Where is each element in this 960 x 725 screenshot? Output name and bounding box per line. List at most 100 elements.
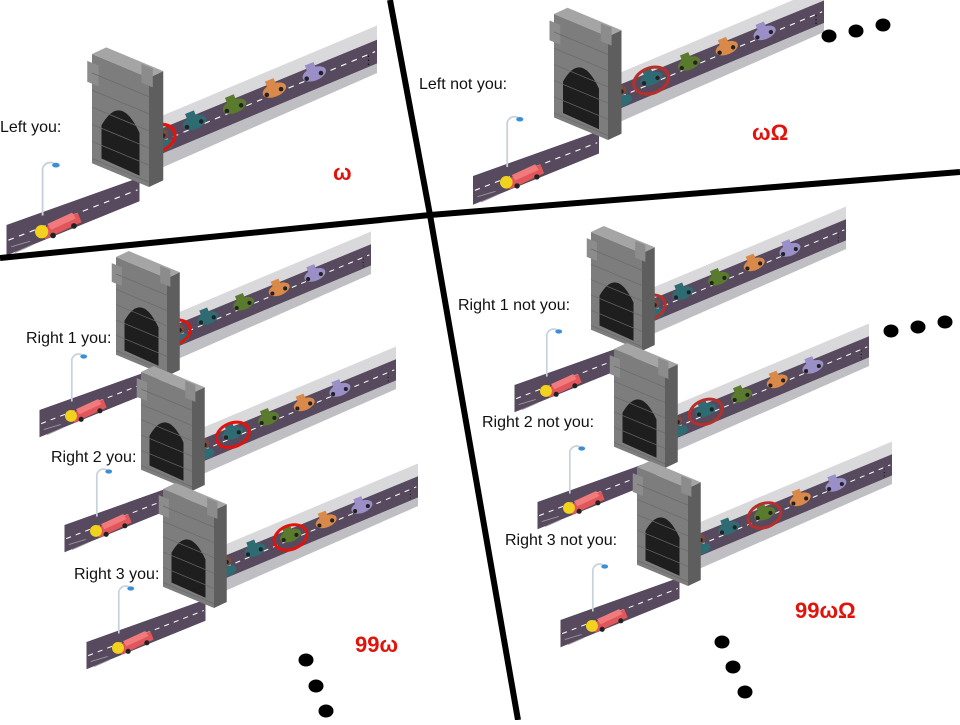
car-icon [315,510,337,529]
label-right-1-you: Right 1 you: [26,330,112,347]
trolley-icon [477,164,545,203]
svg-text:⋮: ⋮ [363,55,374,67]
ellipsis-dots-icon [298,653,334,718]
formula-bottom-right: 99ωΩ [795,598,856,623]
lamp-post-icon [568,445,586,494]
car-icon [766,370,788,389]
car-icon [789,488,811,507]
scene-right-1-not-you: …⋮ [514,206,846,413]
scene-left-not-you: …⋮ [473,0,825,205]
divider-horizontal-left [0,212,431,261]
tunnel-icon [586,226,655,351]
scene-right-3-you: …⋮ [86,463,418,670]
highlight-circle-icon [632,65,671,96]
lamp-post-icon [117,585,135,634]
car-icon [197,307,219,326]
label-right-3-not-you: Right 3 not you: [505,532,618,549]
trolley-icon [68,513,132,551]
tunnel-icon [632,461,701,586]
car-icon [718,517,740,536]
scene-right-2-not-you: …⋮ [537,323,869,530]
car-icon [304,264,326,282]
formula-bottom-left: 99ω [355,632,399,657]
car-icon [280,525,301,543]
label-right-3-you: Right 3 you: [74,566,160,583]
lamp-post-icon [506,115,524,168]
label-right-2-you: Right 2 you: [51,449,137,466]
formula-top-right: ωΩ [752,120,789,145]
formula-top-left: ω [333,160,352,185]
label-left-not-you: Left not you: [419,76,508,93]
road-icon [139,39,378,164]
highlight-circle-icon [214,420,251,450]
svg-text:⋮: ⋮ [405,490,415,501]
car-icon [753,21,776,41]
road-icon [679,454,892,565]
divider-horizontal-right [429,169,960,218]
ellipsis-dots-icon [883,315,953,338]
scene-right-3-not-you: …⋮ [560,441,892,648]
road-icon [633,219,846,330]
label-right-2-not-you: Right 2 not you: [482,414,595,431]
car-icon [233,293,254,311]
road-icon [205,476,418,587]
lamp-post-icon [591,563,609,612]
car-icon [329,379,351,397]
trolley-icon [11,212,82,253]
scene-right-2-you: …⋮ [64,346,396,553]
divider-vertical-top [387,0,433,216]
svg-text:⋮: ⋮ [879,468,889,479]
car-icon [244,539,266,558]
svg-text:⋮: ⋮ [833,233,843,244]
ellipsis-dots-icon [714,635,753,699]
trolley-icon [541,490,605,528]
highlight-circle-icon [272,523,309,552]
lamp-post-icon [95,468,113,517]
scene-right-1-you: …⋮ [39,231,371,438]
car-icon [268,278,290,297]
trolley-icon [518,373,582,411]
trolley-icon [90,630,154,668]
lamp-post-icon [41,161,60,216]
highlight-circle-icon [687,397,724,427]
divider-vertical-bottom [427,214,521,721]
ellipsis-dots-icon [821,18,891,43]
car-icon [825,474,847,492]
tunnel-icon [609,343,678,468]
tunnel-icon [549,7,622,141]
car-icon [258,408,279,426]
car-icon [677,52,701,71]
road-icon [183,359,396,470]
tunnel-icon [158,483,227,608]
label-left-you: Left you: [0,119,62,136]
lamp-post-icon [545,328,563,377]
scene-left-you: …⋮ [6,25,378,256]
car-icon [708,268,729,286]
car-icon [262,78,287,98]
car-icon [743,253,765,272]
trolley-icon [43,398,107,436]
highlight-circle-icon [746,501,783,530]
trolley-icon [564,608,628,646]
road-icon [656,336,869,447]
road-icon [158,244,371,355]
road-icon [599,0,824,118]
car-icon [779,239,801,257]
car-icon [731,385,752,403]
car-icon [293,393,315,412]
car-icon [715,36,738,56]
svg-text:⋮: ⋮ [811,14,822,26]
tunnel-icon [136,366,205,491]
lamp-post-icon [70,353,88,402]
car-icon [302,61,327,82]
car-icon [802,356,824,374]
car-icon [182,110,207,131]
car-icon [351,496,373,514]
svg-text:⋮: ⋮ [383,373,393,384]
label-right-1-not-you: Right 1 not you: [458,297,571,314]
car-icon [222,94,247,114]
tunnel-icon [87,47,164,187]
